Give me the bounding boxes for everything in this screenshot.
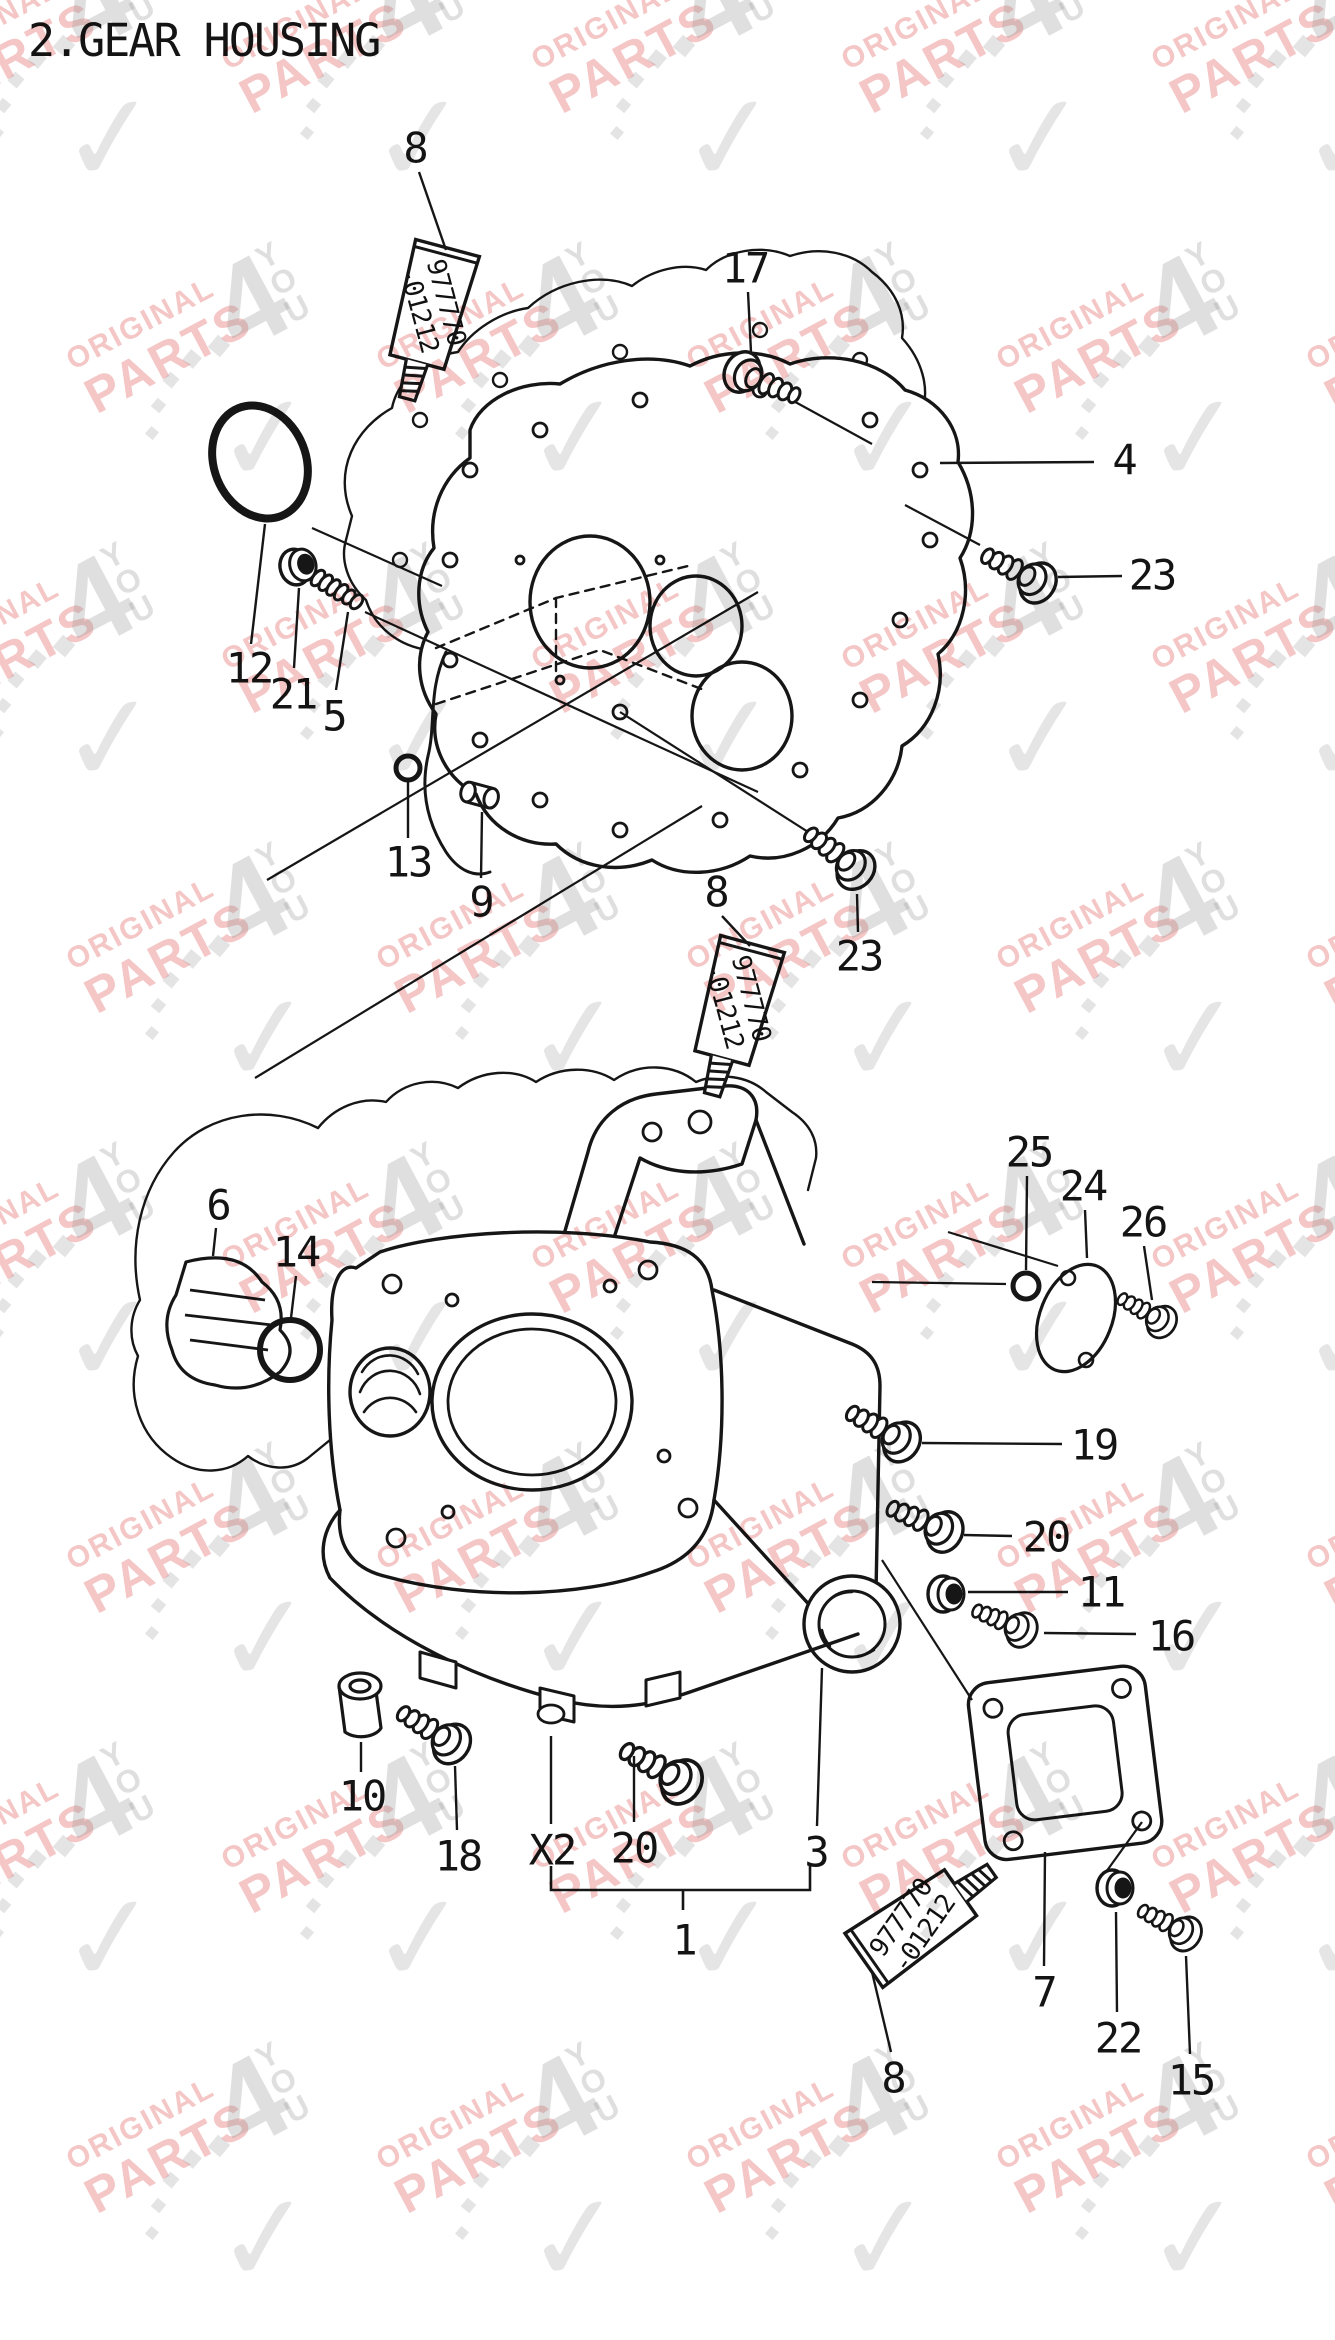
leader-line-20 <box>963 1533 1013 1538</box>
callout-15: 15 <box>1167 2055 1217 2105</box>
washer-22 <box>1097 1870 1133 1906</box>
leader-line-15 <box>1184 1955 1192 2055</box>
leader-line-25 <box>1024 1175 1029 1271</box>
callout-13: 13 <box>384 837 434 887</box>
callout-25: 25 <box>1005 1127 1055 1177</box>
leader-line-7 <box>1042 1851 1047 1967</box>
callout-1-bracket <box>549 1866 812 1910</box>
leader-line-26 <box>1142 1245 1154 1301</box>
callout-8: 8 <box>704 867 729 917</box>
leader-line-9 <box>479 811 484 879</box>
leader-lines <box>211 171 1192 2055</box>
callout-20: 20 <box>610 1823 660 1873</box>
leader-line-14 <box>289 1275 298 1319</box>
bolt-23-top <box>972 530 1066 612</box>
o-ring-13 <box>393 753 423 783</box>
leader-line-23 <box>1057 574 1123 579</box>
hardware <box>276 237 1210 1990</box>
watermark-checkmark-icon: ✓ <box>454 2134 633 2314</box>
o-ring-14 <box>257 1317 323 1383</box>
callout-24: 24 <box>1059 1161 1109 1211</box>
callout-22: 22 <box>1094 2013 1144 2063</box>
leader-line-19 <box>921 1441 1063 1446</box>
watermark-checkmark-icon: ✓ <box>764 2134 943 2314</box>
callout-23: 23 <box>1128 550 1178 600</box>
callout-X2: X2 <box>528 1825 578 1875</box>
callout-9: 9 <box>469 877 494 927</box>
callout-11: 11 <box>1077 1567 1127 1617</box>
pto-cover-plate <box>966 1664 1164 1862</box>
callout-8: 8 <box>881 2053 906 2103</box>
leader-line-16 <box>1043 1631 1137 1636</box>
callout-12: 12 <box>225 643 275 693</box>
watermark-checkmark-icon: ✓ <box>144 2134 323 2314</box>
watermark-checkmark-icon: ✓ <box>1074 2134 1253 2314</box>
exploded-view-line-art <box>130 171 1210 2055</box>
washer-11 <box>928 1576 964 1612</box>
callout-18: 18 <box>434 1831 484 1881</box>
bolt-19 <box>837 1388 930 1471</box>
callout-20: 20 <box>1022 1512 1072 1562</box>
housing-gasket-lower <box>130 1066 818 1472</box>
callout-21: 21 <box>269 669 319 719</box>
callout-6: 6 <box>206 1180 231 1230</box>
bolt-26 <box>1110 1278 1185 1345</box>
leader-line-21 <box>292 587 301 669</box>
gear-housing-body <box>321 1084 902 1725</box>
callout-10: 10 <box>338 1771 388 1821</box>
callout-8: 8 <box>403 123 428 173</box>
side-cover-oval <box>1034 1262 1118 1374</box>
leader-line-17 <box>746 291 753 353</box>
gear-case-plate <box>417 351 975 876</box>
spacer-10 <box>337 1671 383 1739</box>
callout-17: 17 <box>721 243 771 293</box>
bolt-18 <box>387 1688 480 1773</box>
page-title: 2.GEAR HOUSING <box>28 14 381 67</box>
leader-line-8 <box>721 915 751 947</box>
leader-line-18 <box>453 1765 459 1831</box>
callout-14: 14 <box>272 1227 322 1277</box>
callout-19: 19 <box>1070 1420 1120 1470</box>
leader-line-22 <box>1114 1911 1119 2013</box>
callout-1: 1 <box>672 1915 697 1965</box>
callout-23: 23 <box>835 931 885 981</box>
callout-4: 4 <box>1112 435 1137 485</box>
o-ring-25 <box>1010 1270 1042 1302</box>
callout-16: 16 <box>1147 1611 1197 1661</box>
bolt-15 <box>1130 1889 1210 1959</box>
leader-line-23 <box>855 893 860 933</box>
callout-5: 5 <box>322 691 347 741</box>
leader-line-8 <box>417 171 448 251</box>
leader-line-24 <box>1083 1209 1089 1259</box>
callout-26: 26 <box>1119 1197 1169 1247</box>
bolt-20-bottom <box>610 1723 713 1814</box>
bolt-20-right <box>878 1482 972 1561</box>
o-ring-12 <box>208 401 312 523</box>
leader-line-5 <box>334 611 350 691</box>
leader-line-12 <box>249 523 267 645</box>
callout-3: 3 <box>804 1827 829 1877</box>
leader-line-8 <box>870 1971 893 2053</box>
bolt-16 <box>965 1588 1045 1654</box>
leader-line-6 <box>211 1227 218 1257</box>
leader-line-4 <box>939 460 1095 465</box>
leader-line-3 <box>815 1667 824 1827</box>
callout-7: 7 <box>1032 1967 1057 2017</box>
